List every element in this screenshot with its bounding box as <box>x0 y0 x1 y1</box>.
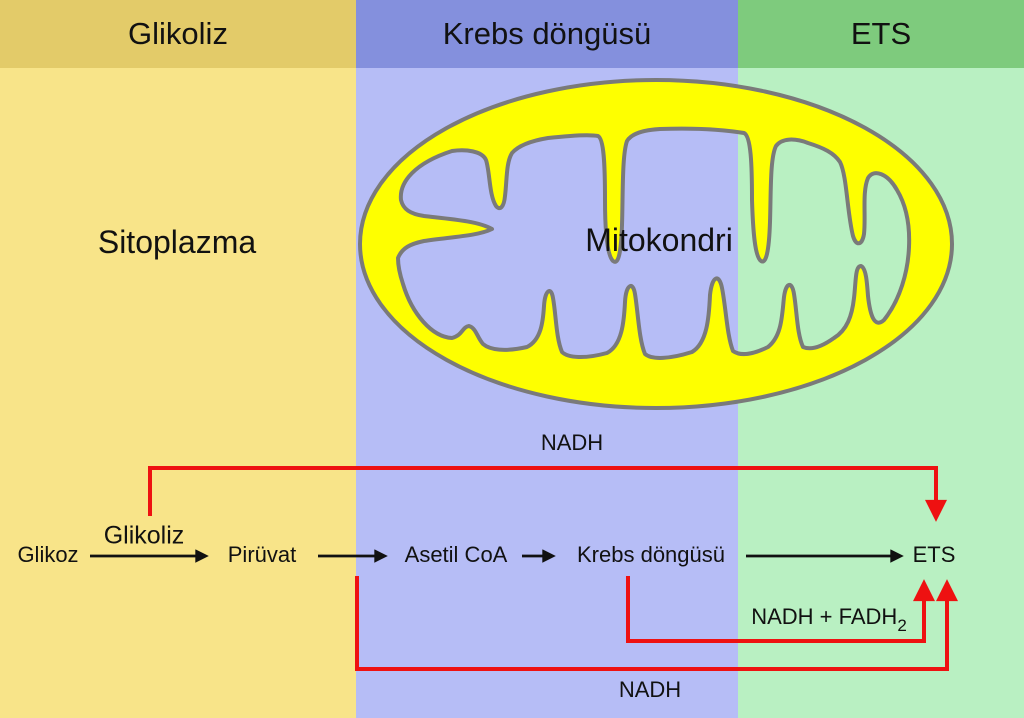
nadh-fadh2-label-krebs: NADH + FADH2 <box>751 604 907 635</box>
mitochondrion-illustration <box>358 78 954 410</box>
nadh-label-piruvat: NADH <box>618 677 682 702</box>
pathway-node-krebs-dongusu: Krebs döngüsü <box>577 542 725 567</box>
nadh-fadh2-arrow-krebs-to-ets <box>626 576 935 643</box>
column-header-glikoliz-label: Glikoliz <box>128 16 228 51</box>
mitochondrion-label: Mitokondri <box>585 222 733 258</box>
nadh-label-glycolysis: NADH <box>540 430 604 455</box>
glycolysis-arrow-label: Glikoliz <box>103 521 185 550</box>
nadh-arrow-glycolysis-to-ets <box>148 466 947 522</box>
column-header-krebs: Krebs döngüsü <box>356 0 738 68</box>
nadh-fadh2-label-subscript: 2 <box>897 616 907 635</box>
nadh-fadh2-label-base: NADH + FADH <box>751 604 898 629</box>
column-header-ets: ETS <box>738 0 1024 68</box>
column-header-glikoliz: Glikoliz <box>0 0 356 68</box>
pathway-node-glikoz: Glikoz <box>17 542 79 567</box>
nadh-arrow-piruvat-to-ets <box>355 576 958 671</box>
pathway-node-asetil-coa: Asetil CoA <box>404 542 508 567</box>
column-header-krebs-label: Krebs döngüsü <box>442 16 652 51</box>
column-header-ets-label: ETS <box>850 16 912 51</box>
pathway-node-ets: ETS <box>912 542 956 567</box>
cytoplasm-label: Sitoplazma <box>97 224 257 260</box>
column-glikoliz: Glikoliz <box>0 0 356 718</box>
pathway-node-piruvat: Pirüvat <box>227 542 297 567</box>
column-body-glikoliz <box>0 68 356 718</box>
